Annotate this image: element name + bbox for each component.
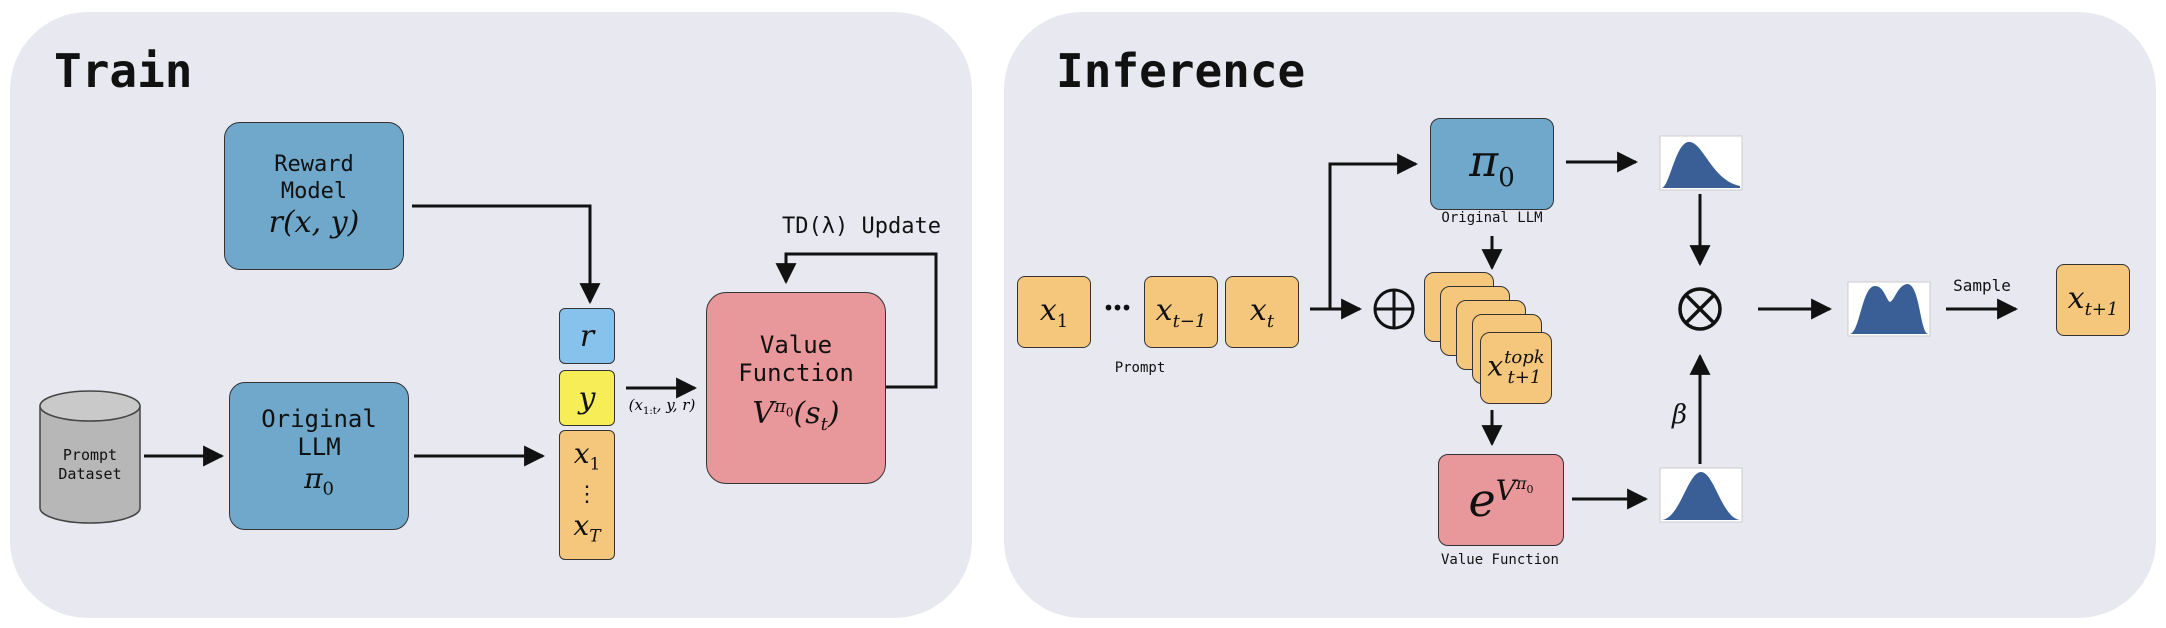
tuple-label-open: (x	[628, 396, 643, 414]
td-update-loop-arrow	[775, 252, 938, 389]
token-r: r	[559, 308, 615, 364]
policy-box: π0	[1430, 118, 1554, 210]
prompt-token-xt-minus-1: xt−1	[1144, 276, 1218, 348]
dataset-label: Prompt Dataset	[40, 446, 140, 484]
output-token-math: xt+1	[2068, 281, 2119, 320]
train-title: Train	[54, 44, 193, 98]
output-token-text: x	[2067, 280, 2085, 316]
value-function-label-1: Value	[759, 331, 833, 359]
policy-pi-sub: 0	[1498, 162, 1515, 193]
prompt-token-x1-math: x1	[1040, 293, 1068, 332]
token-xT-text: x	[573, 508, 590, 542]
original-llm-box: Original LLM π0	[229, 382, 409, 530]
tuple-label: (x1:t, y, r)	[624, 396, 700, 417]
policy-distribution-icon	[1659, 135, 1743, 191]
prompt-token-xtm1-text: x	[1155, 292, 1173, 328]
token-r-text: r	[579, 318, 595, 354]
oplus-icon	[1373, 288, 1415, 330]
policy-pi: π	[1469, 135, 1499, 187]
value-supsup: π0	[1515, 474, 1534, 496]
original-llm-pi: π	[304, 461, 323, 495]
topk-x: x	[1487, 349, 1504, 383]
vf-sup: π0	[774, 396, 794, 420]
reward-model-formula: r(x, y)	[268, 205, 360, 240]
reward-model-label-1: Reward	[274, 152, 354, 177]
value-function-box: Value Function Vπ0(st)	[706, 292, 886, 484]
beta-label: β	[1672, 400, 1688, 430]
output-token: xt+1	[2056, 264, 2130, 336]
reward-to-r-arrow	[412, 204, 601, 305]
output-token-sub: t+1	[2084, 298, 2119, 320]
dataset-label-2: Dataset	[58, 465, 122, 483]
value-sup: Vπ0	[1496, 474, 1534, 507]
policy-caption: Original LLM	[1441, 210, 1543, 226]
value-pi: π	[1515, 474, 1527, 494]
token-y: y	[559, 370, 615, 426]
prompt-token-x1-text: x	[1039, 292, 1057, 328]
prompt-token-xtm1-sub: t−1	[1172, 310, 1207, 332]
value-V: V	[1495, 473, 1516, 507]
value-function-label-2: Function	[738, 359, 854, 387]
vf-argsub: t	[820, 414, 828, 435]
token-xT-sub: T	[589, 526, 601, 547]
dataset-label-1: Prompt	[62, 446, 118, 464]
topk-sub: t+1	[1507, 367, 1542, 388]
value-pi-sub: 0	[1526, 483, 1534, 497]
vf-arg: (s	[793, 396, 821, 431]
token-dots: ⋮	[576, 481, 598, 507]
vf-main: V	[752, 396, 775, 431]
vf-sup-pi: π	[774, 396, 786, 417]
prompt-token-x1-sub: 1	[1056, 310, 1069, 332]
original-llm-label-2: LLM	[297, 432, 341, 461]
policy-math: π0	[1469, 136, 1514, 193]
branch-to-policy-arrow	[1328, 153, 1419, 309]
combined-distribution-icon	[1847, 281, 1931, 337]
token-xT: xT	[573, 508, 601, 552]
reward-model-box: Reward Model r(x, y)	[224, 122, 404, 270]
prompt-token-xt-text: x	[1249, 292, 1267, 328]
otimes-icon	[1678, 287, 1722, 331]
prompt-label: Prompt	[1114, 360, 1166, 376]
prompt-token-xt-sub: t	[1266, 310, 1275, 332]
topk-sup: topk	[1504, 347, 1545, 368]
prompt-token-xt-math: xt	[1250, 293, 1274, 332]
original-llm-pi-sub: 0	[322, 478, 334, 500]
token-x1-sub: 1	[589, 454, 601, 475]
td-update-label: TD(λ) Update	[782, 214, 941, 239]
prompt-token-xtm1-math: xt−1	[1156, 293, 1207, 332]
vf-sup-sub: 0	[785, 405, 794, 420]
tuple-label-rest: , y, r)	[656, 396, 696, 414]
token-y-text: y	[578, 380, 596, 416]
token-x-sequence: x1 ⋮ xT	[559, 430, 615, 560]
value-function-formula: Vπ0(st)	[752, 387, 839, 445]
vf-close: )	[827, 396, 840, 431]
value-caption: Value Function	[1440, 552, 1559, 568]
prompt-token-x1: x1	[1017, 276, 1091, 348]
inference-title: Inference	[1056, 44, 1306, 98]
token-x1: x1	[573, 436, 601, 480]
original-llm-symbol: π0	[304, 461, 334, 508]
prompt-token-xt: xt	[1225, 276, 1299, 348]
prompt-dataset-cylinder	[39, 390, 141, 524]
value-math: eVπ0	[1469, 473, 1534, 527]
value-e: e	[1468, 473, 1496, 527]
reward-model-label-2: Model	[280, 179, 348, 204]
sample-label: Sample	[1953, 276, 2011, 295]
prompt-dots: •••	[1102, 296, 1132, 320]
original-llm-label-1: Original	[261, 404, 377, 433]
token-x1-text: x	[573, 436, 590, 470]
tuple-label-sub: 1:t	[642, 406, 657, 417]
value-distribution-icon	[1659, 467, 1743, 523]
value-box: eVπ0	[1438, 454, 1564, 546]
